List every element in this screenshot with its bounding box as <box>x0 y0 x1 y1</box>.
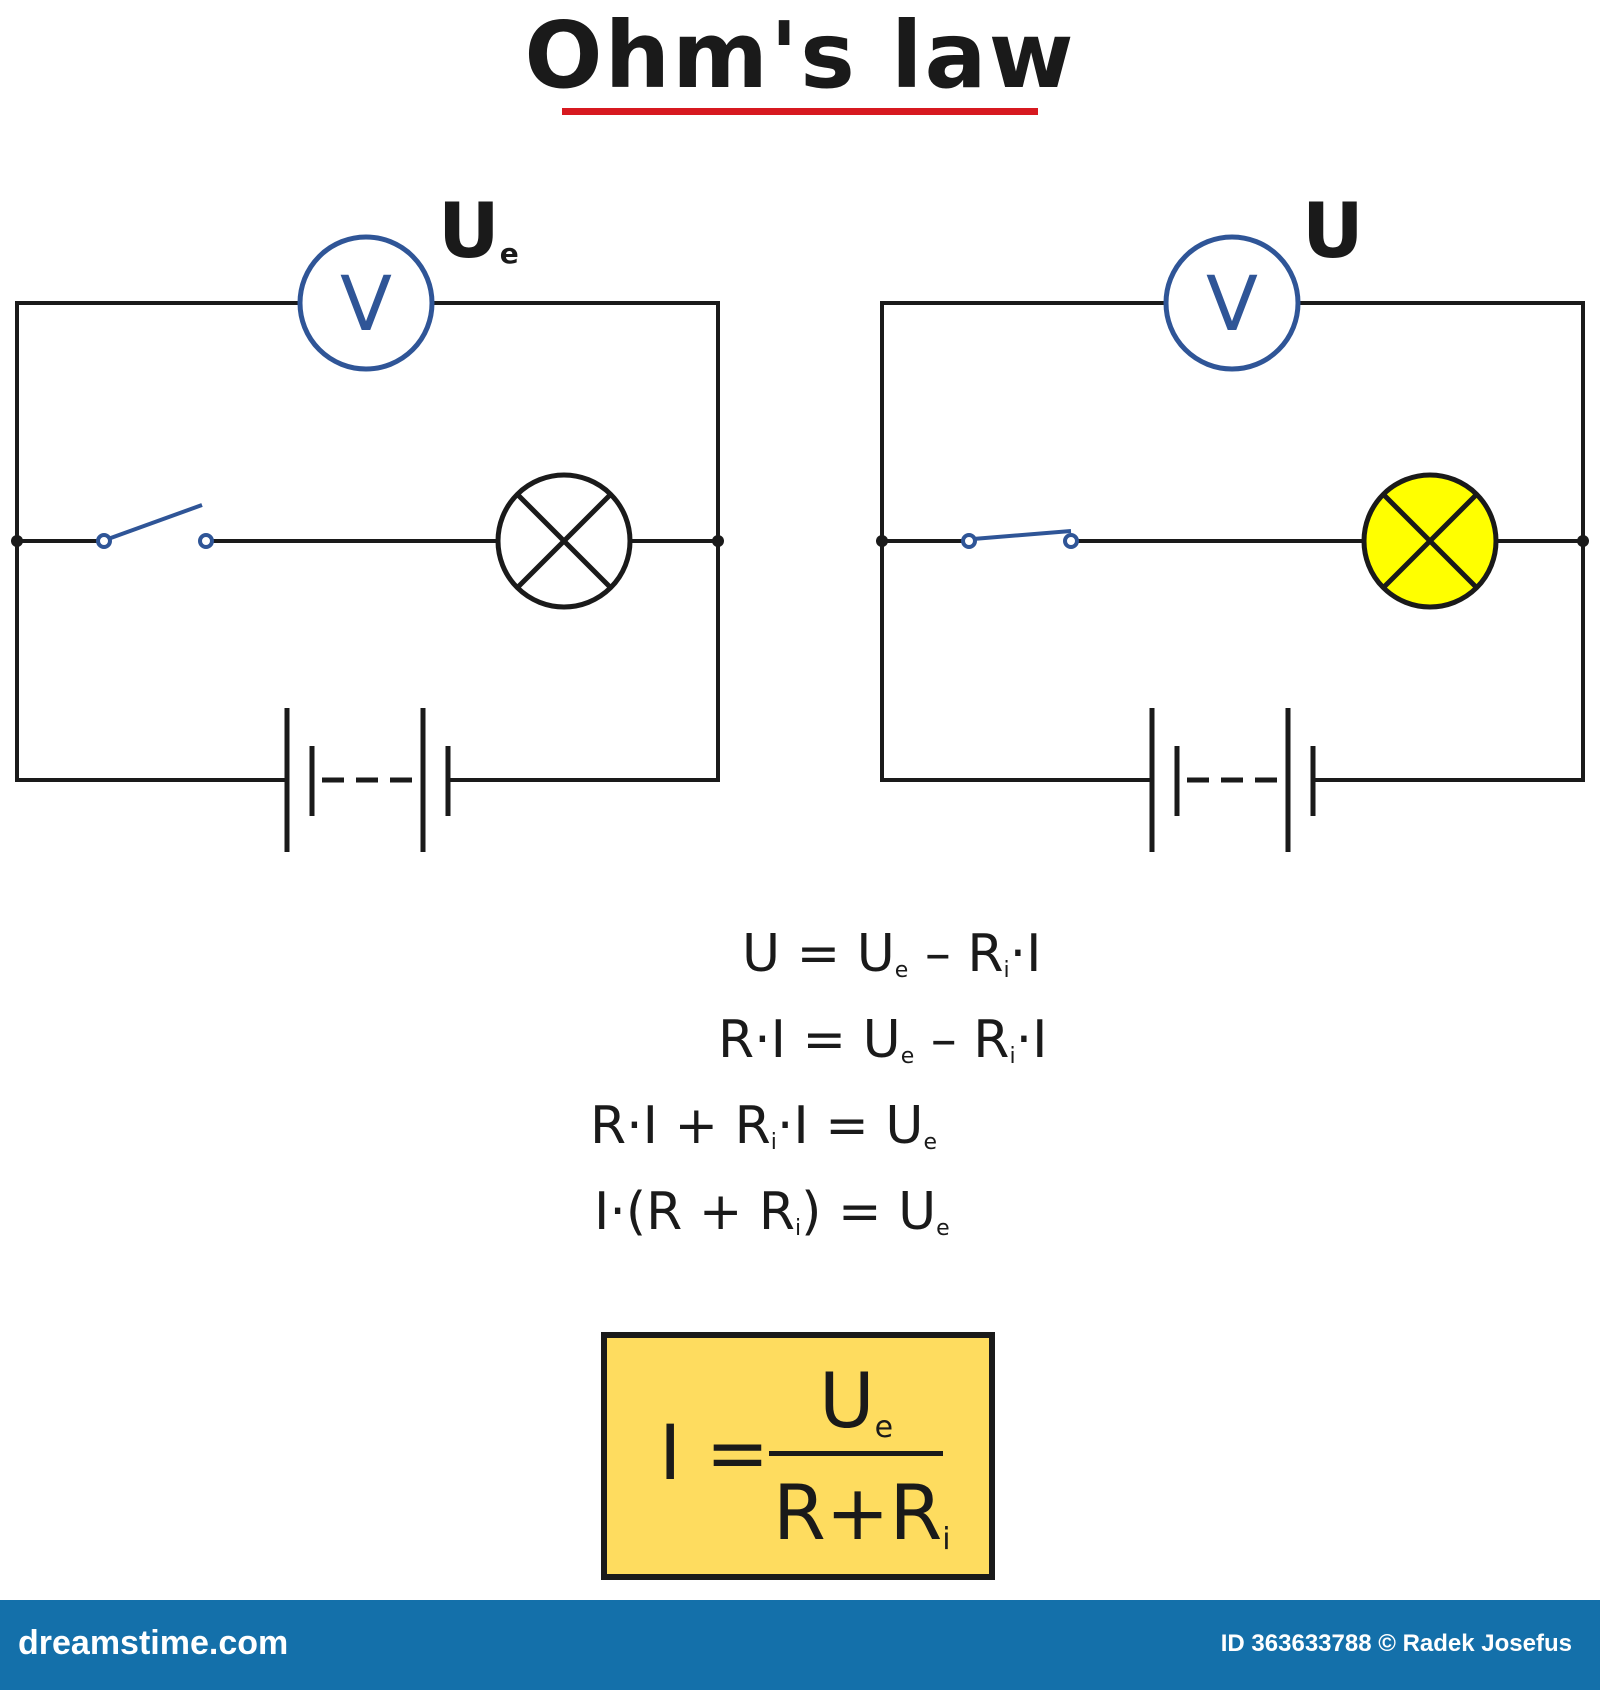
result-numerator: Ue <box>819 1356 894 1445</box>
fraction-bar <box>769 1451 943 1456</box>
circuit-diagrams: V V <box>11 234 1589 852</box>
right-switch <box>961 529 1079 549</box>
title-underline <box>562 108 1038 115</box>
page-title: Ohm's law <box>524 2 1076 109</box>
right-voltage-label: U <box>1302 186 1364 275</box>
equation-3: R·I + Ri·I = Ue <box>590 1096 937 1156</box>
right-voltmeter: V <box>1163 234 1301 372</box>
equation-2: R·I = Ue – Ri·I <box>718 1010 1048 1070</box>
result-denominator: R+Ri <box>773 1468 951 1557</box>
left-circuit <box>11 301 724 852</box>
left-switch <box>96 503 214 549</box>
image-credit: ID 363633788 © Radek Josefus <box>1220 1630 1572 1657</box>
left-junction-r <box>712 535 724 547</box>
footer-bar: dreamstime.com ID 363633788 © Radek Jose… <box>0 1600 1600 1690</box>
equation-4: I·(R + Ri) = Ue <box>594 1182 950 1242</box>
left-voltage-label: Ue <box>438 186 519 275</box>
left-voltmeter-symbol: V <box>340 259 392 348</box>
brand-logo[interactable]: dreamstime.com <box>18 1624 289 1662</box>
result-formula-box: I = Ue R+Ri <box>601 1332 995 1580</box>
result-lhs: I = <box>659 1408 770 1497</box>
right-circuit <box>876 301 1589 852</box>
left-voltmeter: V <box>297 234 435 372</box>
left-junction-l <box>11 535 23 547</box>
equation-1: U = Ue – Ri·I <box>742 924 1042 984</box>
right-voltmeter-symbol: V <box>1206 259 1258 348</box>
